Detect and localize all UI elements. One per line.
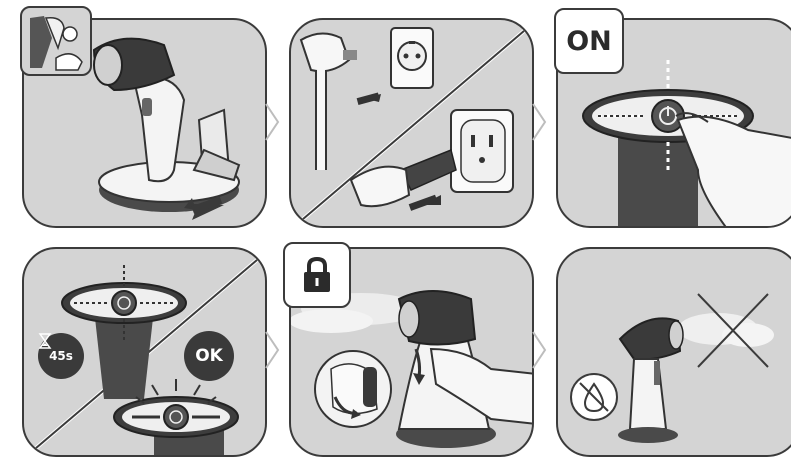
next-step-arrow [262, 328, 282, 372]
step-4-heat-up-panel: 45s OK [22, 247, 267, 457]
hourglass-icon [38, 333, 52, 349]
step-2-plug-in-panel [289, 18, 534, 228]
next-step-arrow [262, 100, 282, 144]
no-water-symbol [570, 373, 618, 421]
attach-nozzle-icon [22, 8, 90, 74]
on-badge: ON [554, 8, 624, 74]
no-water-icon [572, 375, 616, 419]
on-label: ON [566, 26, 612, 57]
next-step-arrow [529, 100, 549, 144]
timer-bubble: 45s [38, 333, 84, 379]
next-step-arrow [529, 328, 549, 372]
ok-bubble: OK [184, 331, 234, 381]
step-6-no-water-panel [556, 247, 791, 457]
plug-in-illustration [291, 20, 534, 228]
steamer-empty-illustration [558, 249, 791, 457]
ok-label: OK [195, 346, 223, 366]
lock-icon [300, 256, 334, 294]
timer-label: 45s [49, 349, 73, 363]
nozzle-inset-badge [20, 6, 92, 76]
lock-badge [283, 242, 351, 308]
